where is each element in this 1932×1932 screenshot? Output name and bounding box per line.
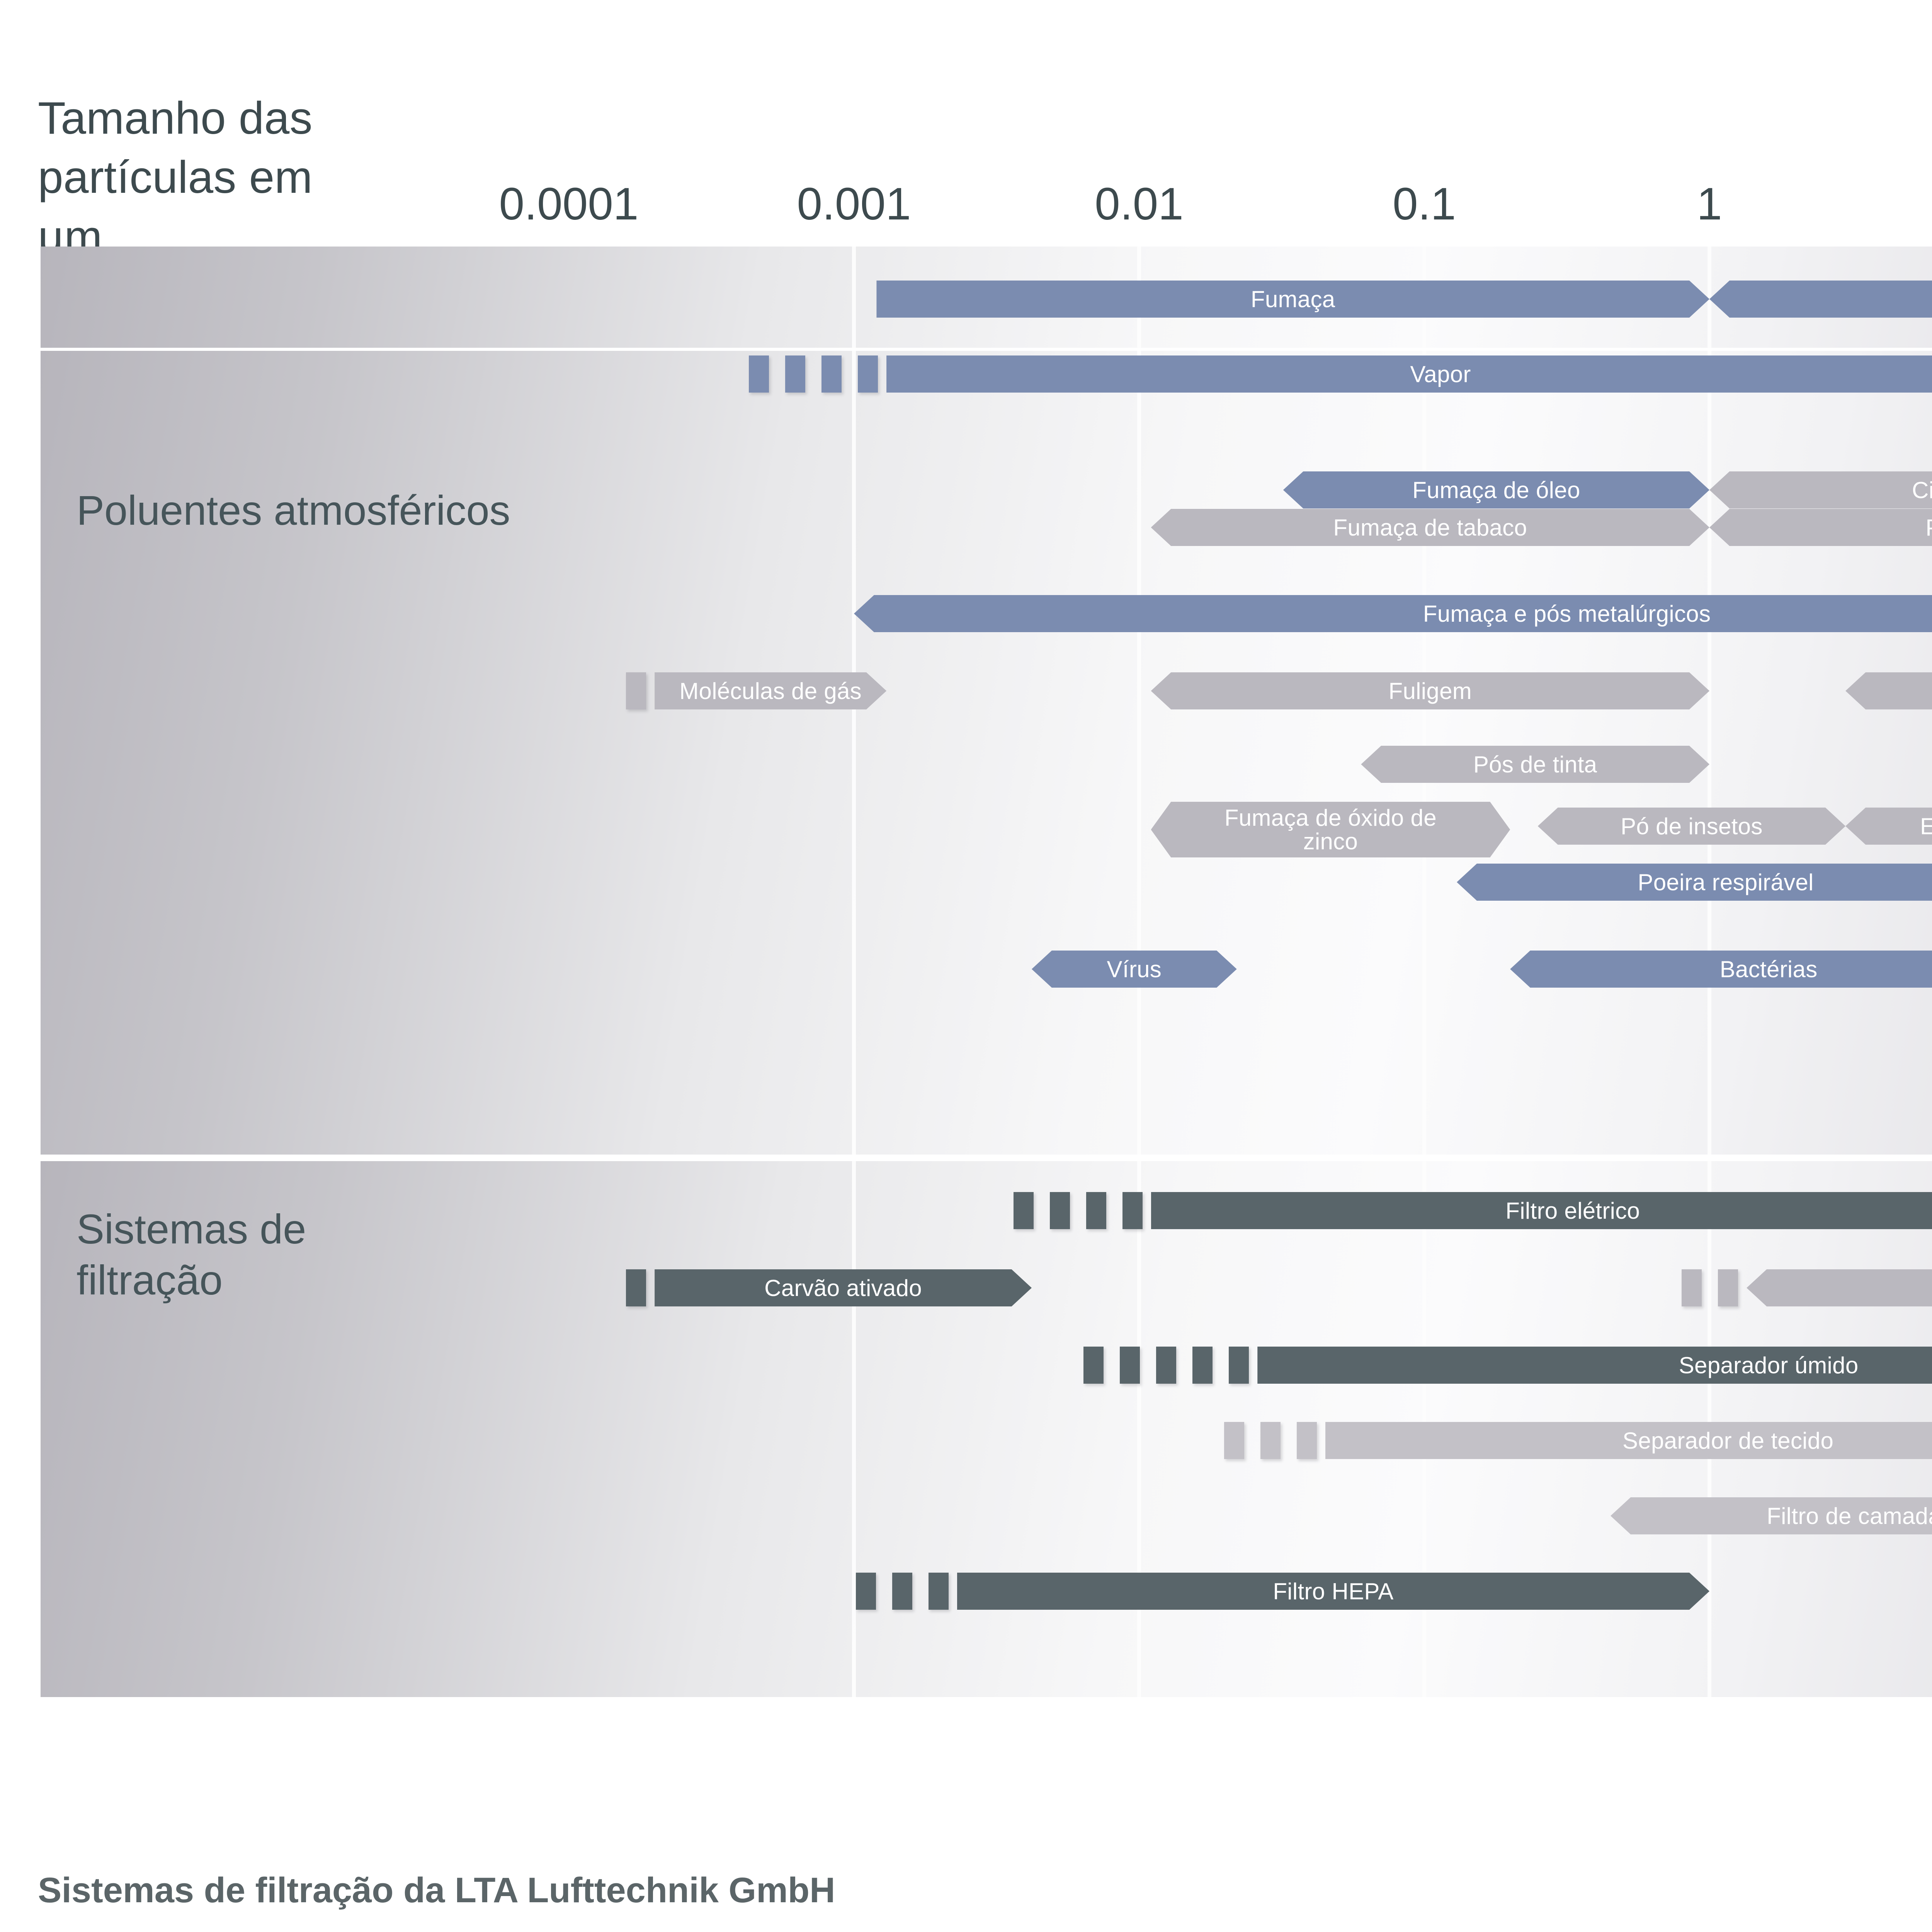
gridline [852, 247, 856, 348]
bar-fumaca-de-oleo [1283, 471, 1709, 509]
gridline [1708, 247, 1711, 348]
axis-tick-0.0001: 0.0001 [499, 179, 639, 230]
bar-dash-separador-umido-3 [1120, 1347, 1140, 1384]
bar-bacterias [1510, 951, 1932, 988]
bar-dash-filtro-eletrico-1 [1086, 1192, 1106, 1229]
bar-fumaca-e-pos-metalurgicos [854, 595, 1932, 632]
axis-tick-0.001: 0.001 [797, 179, 911, 230]
bar-po-de-cimento [1845, 672, 1932, 709]
axis-tick-1: 1 [1697, 179, 1722, 230]
bar-carvao-ativado [655, 1269, 1032, 1306]
bar-dash-filtro-hepa-0 [928, 1573, 949, 1610]
bar-dash-separador-umido-1 [1192, 1347, 1213, 1384]
bar-fumaca [876, 281, 1709, 318]
gridline [1137, 1161, 1141, 1697]
bar-virus [1032, 951, 1237, 988]
bar-dash-separador-de-tecido-0 [1297, 1422, 1317, 1459]
gridline [1137, 351, 1141, 1155]
bar-fumaca-de-oxido-de-zinco [1151, 802, 1510, 857]
bar-pos-de-tinta [1361, 746, 1709, 783]
gridline [852, 1161, 856, 1697]
bar-separador-centrifugo [1747, 1269, 1932, 1306]
bar-separador-de-tecido [1325, 1422, 1932, 1459]
bar-dash-moleculas-de-gas-0 [626, 672, 646, 709]
band-label-filtration-systems: Sistemas de filtração [77, 1206, 306, 1303]
gridline [1708, 351, 1711, 1155]
bar-vapor [886, 355, 1932, 393]
axis-tick-0.01: 0.01 [1095, 179, 1184, 230]
bar-dash-vapor-0 [858, 355, 878, 393]
bar-po-de-insetos [1538, 808, 1845, 845]
axis-title: Tamanho das partículas em µm [38, 93, 313, 262]
bar-dash-separador-de-tecido-1 [1260, 1422, 1281, 1459]
bar-moleculas-de-gas [655, 672, 886, 709]
bar-dash-filtro-eletrico-2 [1049, 1192, 1070, 1229]
bar-poeira [1709, 281, 1932, 318]
bar-dash-separador-umido-0 [1229, 1347, 1249, 1384]
bar-dash-filtro-eletrico-0 [1122, 1192, 1143, 1229]
bar-dash-vapor-2 [785, 355, 806, 393]
bar-dash-vapor-3 [749, 355, 769, 393]
bar-fuligem [1151, 672, 1709, 709]
bar-po-de-carvao [1709, 509, 1932, 546]
bar-filtro-de-camadas-de-fibra [1611, 1497, 1932, 1534]
band-label-air-pollutants: Poluentes atmosféricos [77, 487, 510, 534]
bar-dash-carvao-ativado-0 [626, 1269, 646, 1306]
bar-filtro-hepa [957, 1573, 1709, 1610]
bar-cinzas-volantes [1709, 471, 1932, 509]
bar-dash-separador-umido-4 [1083, 1347, 1104, 1384]
legend: Tecnologia de filtro LTA Campo de atuaçã… [0, 1735, 1932, 1773]
bar-poeira-respiravel [1457, 864, 1932, 901]
bar-dash-filtro-hepa-2 [855, 1573, 876, 1610]
bar-dash-separador-centrifugo-0 [1718, 1269, 1738, 1306]
bar-dash-vapor-1 [821, 355, 842, 393]
axis-tick-0.1: 0.1 [1392, 179, 1456, 230]
bar-separador-umido [1257, 1347, 1932, 1384]
bar-dash-filtro-eletrico-3 [1013, 1192, 1034, 1229]
bar-dash-separador-centrifugo-1 [1682, 1269, 1702, 1306]
bar-dash-filtro-hepa-1 [892, 1573, 912, 1610]
bar-fumaca-de-tabaco [1151, 509, 1709, 546]
bar-dash-separador-de-tecido-2 [1224, 1422, 1245, 1459]
footer-caption: Sistemas de filtração da LTA Lufttechnik… [38, 1871, 835, 1910]
gridline [852, 351, 856, 1155]
bar-esporos [1845, 808, 1932, 845]
bar-filtro-eletrico [1151, 1192, 1932, 1229]
bar-dash-separador-umido-2 [1156, 1347, 1177, 1384]
